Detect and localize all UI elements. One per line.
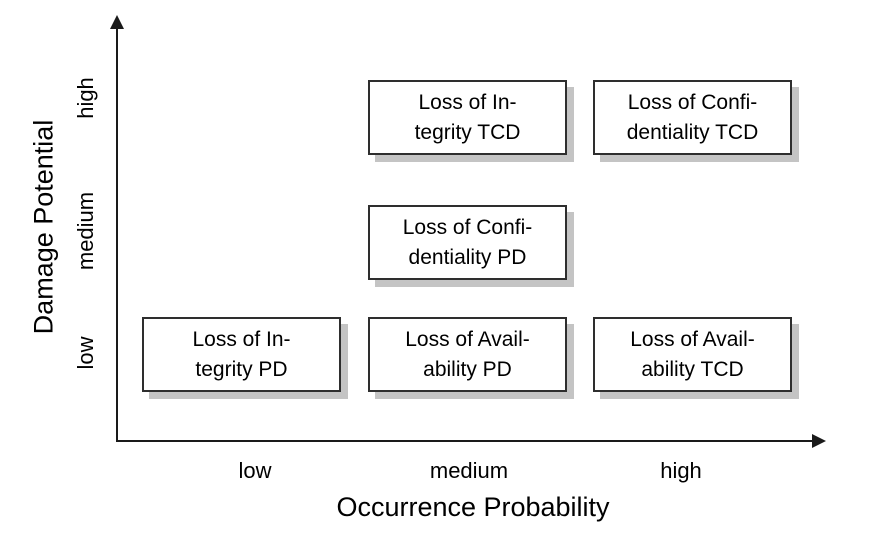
- x-axis-arrow-icon: [812, 434, 826, 448]
- matrix-box-label: tegrity TCD: [414, 120, 521, 144]
- matrix-box-label: Loss of Confi-: [402, 215, 533, 239]
- y-tick-low: low: [73, 336, 98, 370]
- matrix-box: Loss of In-tegrity TCD: [368, 80, 567, 155]
- matrix-box: Loss of Confi-dentiality PD: [368, 205, 567, 280]
- matrix-box-label: Loss of Confi-: [627, 90, 758, 114]
- y-tick-medium: medium: [73, 191, 98, 271]
- matrix-box: Loss of Avail-ability TCD: [593, 317, 792, 392]
- matrix-box-label: Loss of Avail-: [630, 327, 755, 351]
- x-axis-line: [116, 440, 813, 442]
- x-tick-low: low: [238, 458, 272, 483]
- y-axis-title: Damage Potential: [28, 119, 59, 335]
- matrix-box-label: Loss of Avail-: [405, 327, 530, 351]
- matrix-box: Loss of In-tegrity PD: [142, 317, 341, 392]
- matrix-box-label: dentiality PD: [408, 245, 527, 269]
- matrix-box: Loss of Confi-dentiality TCD: [593, 80, 792, 155]
- x-tick-high: high: [660, 458, 702, 483]
- y-axis-line: [116, 26, 118, 442]
- x-axis-title: Occurrence Probability: [336, 492, 610, 522]
- matrix-box-label: ability TCD: [641, 357, 744, 381]
- matrix-box-label: tegrity PD: [195, 357, 288, 381]
- x-tick-medium: medium: [429, 458, 509, 483]
- matrix-box: Loss of Avail-ability PD: [368, 317, 567, 392]
- matrix-box-label: ability PD: [423, 357, 512, 381]
- matrix-box-label: Loss of In-: [418, 90, 517, 114]
- matrix-box-label: dentiality TCD: [626, 120, 759, 144]
- matrix-box-label: Loss of In-: [192, 327, 291, 351]
- y-tick-high: high: [73, 77, 98, 119]
- y-axis-arrow-icon: [110, 15, 124, 29]
